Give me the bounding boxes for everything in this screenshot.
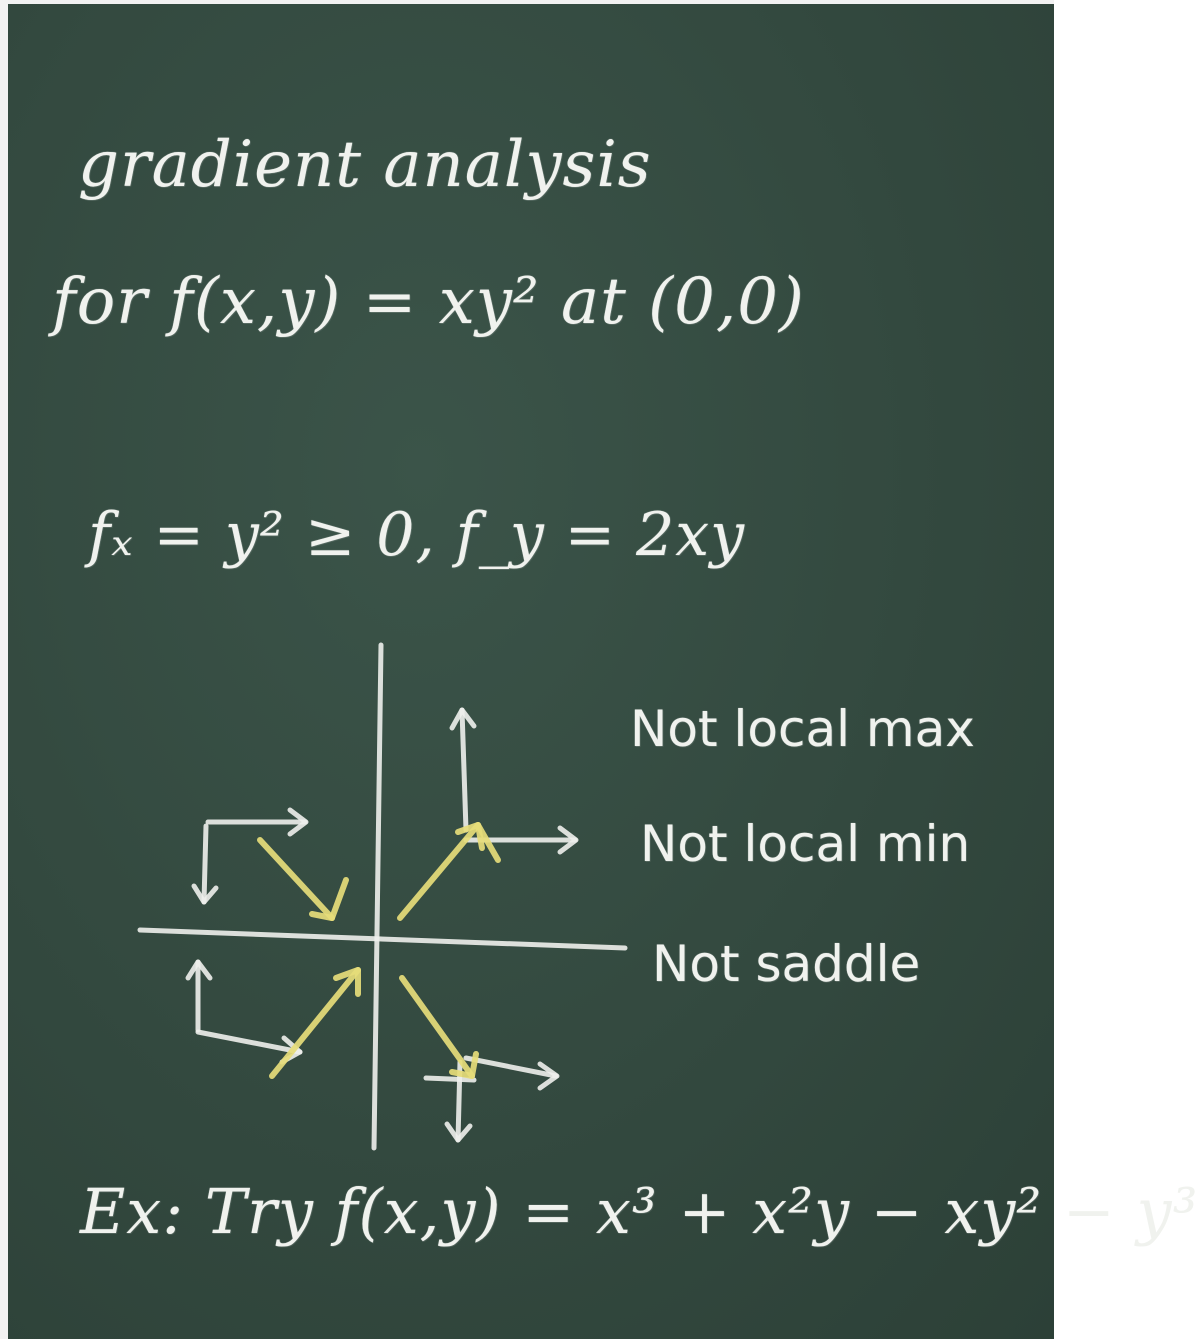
quadrant-4-white-arrows <box>423 1055 560 1143</box>
frame-edge-left <box>0 0 8 1339</box>
gradient-sketch <box>137 642 628 1151</box>
y-axis <box>371 642 384 1151</box>
x-axis <box>137 927 628 951</box>
exercise-text: Ex: Try f(x,y) = x³ + x²y − xy² − y³ <box>80 1175 1198 1248</box>
note-not-saddle: Not saddle <box>652 935 921 993</box>
quadrant-1-gradient-arrow <box>397 822 501 921</box>
frame-edge-top <box>0 0 1054 4</box>
note-not-local-min: Not local min <box>640 815 971 873</box>
quadrant-3-gradient-arrow <box>269 967 361 1079</box>
quadrant-2-gradient-arrow <box>257 837 349 921</box>
partial-derivatives: fₓ = y² ≥ 0, f_y = 2xy <box>88 500 746 570</box>
note-not-local-max: Not local max <box>630 700 975 758</box>
function-definition: for f(x,y) = xy² at (0,0) <box>52 265 805 339</box>
quadrant-4-gradient-arrow <box>399 975 479 1079</box>
quadrant-2-white-arrows <box>191 807 309 905</box>
title-text: gradient analysis <box>78 128 652 202</box>
quadrant-3-white-arrows <box>185 959 303 1065</box>
